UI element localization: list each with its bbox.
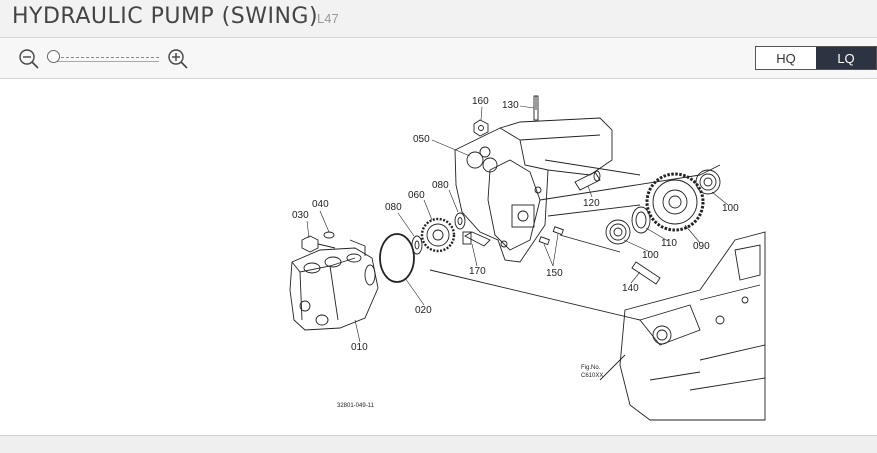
part-label-130[interactable]: 130 [502,100,519,111]
model-label: L47 [317,11,339,26]
figure-ref-line1: Fig.No. [581,365,601,371]
figure-ref-line2: C610XX [581,373,603,379]
part-label-010[interactable]: 010 [351,342,368,353]
part-label-120[interactable]: 120 [583,198,600,209]
part-label-090[interactable]: 090 [693,241,710,252]
quality-toggle: HQ LQ [755,46,877,70]
part-label-100-upper[interactable]: 100 [722,203,739,214]
exploded-parts-diagram: 160 130 050 080 060 080 040 030 010 020 … [289,95,766,421]
zoom-slider[interactable] [47,50,159,66]
page-title: HYDRAULIC PUMP (SWING) [12,4,319,29]
zoom-in-icon[interactable] [167,48,189,70]
part-label-050[interactable]: 050 [413,134,430,145]
zoom-slider-handle[interactable] [47,50,60,63]
part-label-170[interactable]: 170 [469,266,486,277]
zoom-out-icon[interactable] [18,48,40,70]
part-label-160[interactable]: 160 [472,96,489,107]
hq-button[interactable]: HQ [756,47,816,69]
zoom-slider-track [51,57,159,62]
part-label-080-upper[interactable]: 080 [432,180,449,191]
part-label-060[interactable]: 060 [408,190,425,201]
page-header: HYDRAULIC PUMP (SWING) L47 [0,0,877,38]
part-label-040[interactable]: 040 [312,199,329,210]
drawing-code: 32801-049-11 [337,403,375,409]
footer-bar [0,435,877,453]
part-label-030[interactable]: 030 [292,210,309,221]
toolbar: HQ LQ [0,38,877,79]
lq-button[interactable]: LQ [816,47,876,69]
part-label-080-lower[interactable]: 080 [385,202,402,213]
part-label-100-lower[interactable]: 100 [642,250,659,261]
parts-diagram-canvas[interactable]: 160 130 050 080 060 080 040 030 010 020 … [0,79,877,435]
part-label-110[interactable]: 110 [661,238,677,249]
part-label-150[interactable]: 150 [546,268,563,279]
part-label-140[interactable]: 140 [622,283,639,294]
part-label-020[interactable]: 020 [415,305,432,316]
